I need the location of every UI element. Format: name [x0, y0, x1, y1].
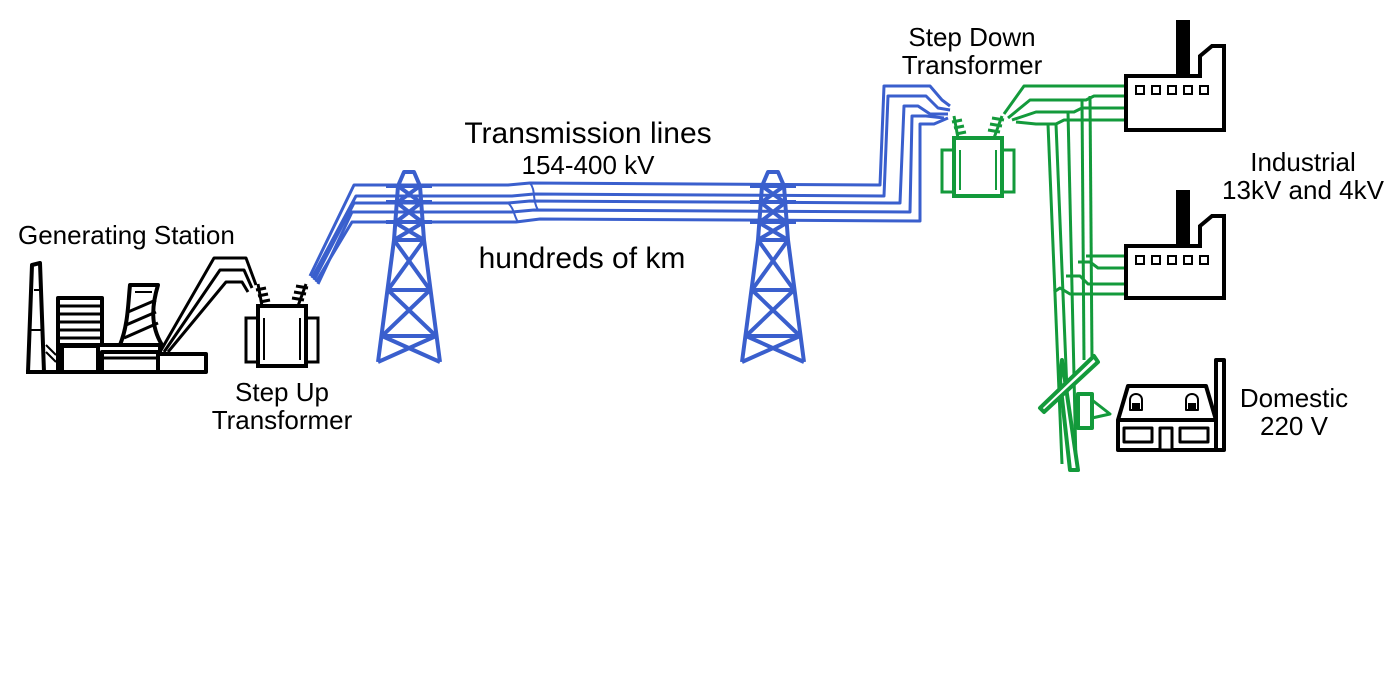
transmission-tower-icon	[740, 170, 806, 364]
step-down-transformer-icon	[940, 115, 1016, 198]
factory-icon	[1124, 190, 1226, 300]
power-plant-icon	[26, 256, 258, 374]
step-down-label-line2: Transformer	[901, 50, 1043, 80]
step-up-label-line2: Transformer	[211, 405, 353, 435]
factory-icon	[1124, 20, 1226, 132]
generating-station-label: Generating Station	[18, 220, 235, 250]
domestic-label-line1: Domestic	[1239, 383, 1349, 413]
utility-pole-icon	[1038, 354, 1112, 472]
domestic-label: Domestic 220 V	[1230, 384, 1358, 440]
house-icon	[1116, 358, 1226, 452]
step-up-transformer-label: Step Up Transformer	[202, 378, 362, 434]
transmission-tower-icon	[376, 170, 442, 364]
industrial-label-line2: 13kV and 4kV	[1222, 175, 1384, 205]
distance-label: hundreds of km	[478, 242, 686, 275]
distribution-lines	[1002, 84, 1128, 465]
transmission-voltage-label: 154-400 kV	[521, 150, 655, 180]
transmission-lines-title: Transmission lines	[464, 117, 712, 150]
industrial-label: Industrial 13kV and 4kV	[1216, 148, 1390, 204]
industrial-label-line1: Industrial	[1250, 147, 1356, 177]
step-down-transformer-label: Step Down Transformer	[888, 23, 1056, 79]
domestic-label-line2: 220 V	[1260, 411, 1328, 441]
step-up-transformer-icon	[244, 283, 320, 368]
step-down-label-line1: Step Down	[908, 22, 1036, 52]
step-up-label-line1: Step Up	[235, 377, 329, 407]
